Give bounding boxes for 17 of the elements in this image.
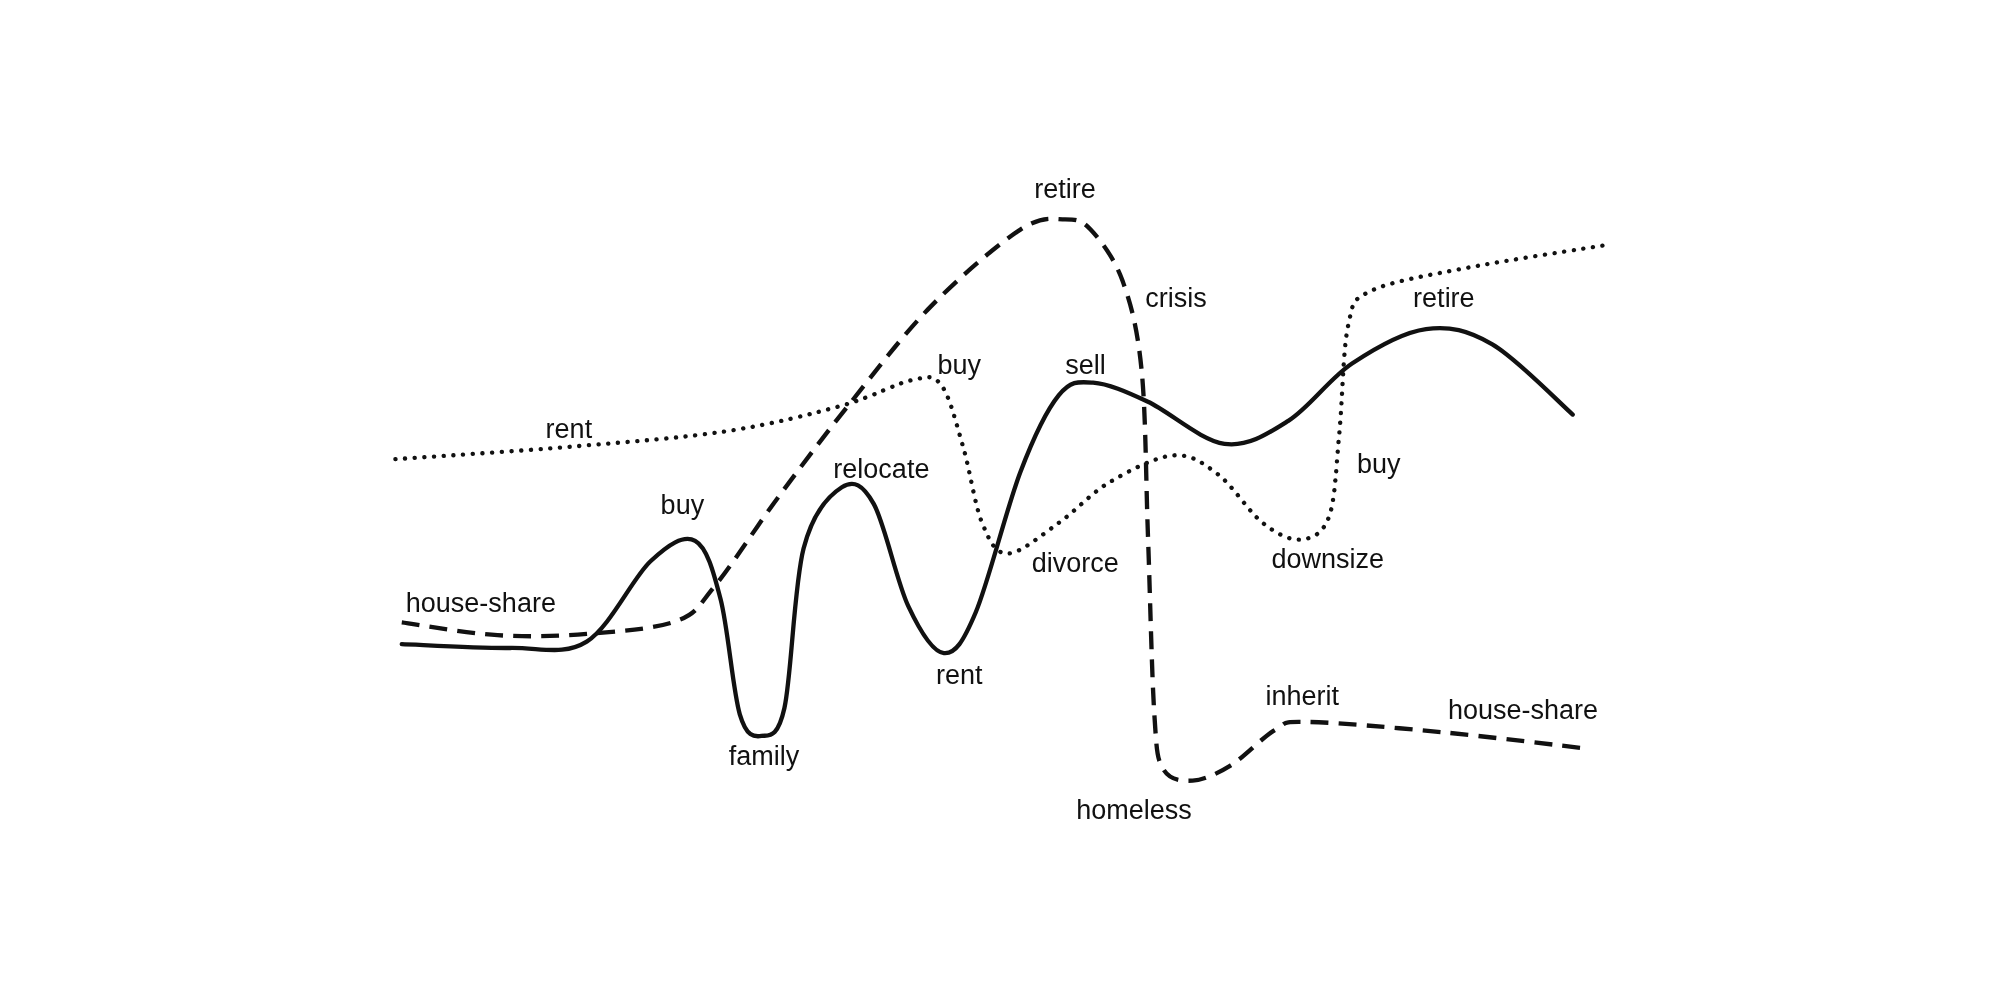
curve-label: sell xyxy=(1065,349,1106,381)
curve-label: inherit xyxy=(1265,680,1340,712)
curve-label: divorce xyxy=(1031,547,1119,578)
curve-label: retire xyxy=(1413,282,1475,314)
curve-label: house-share xyxy=(405,587,556,619)
curve-label: buy xyxy=(660,489,705,521)
curve-label: rent xyxy=(545,413,593,445)
curve-label: rent xyxy=(935,659,983,691)
curve-label: buy xyxy=(937,349,981,381)
curve-label: crisis xyxy=(1145,282,1207,314)
curve-label: buy xyxy=(1357,448,1401,480)
curve-label: homeless xyxy=(1076,794,1192,826)
curve-label: house-share xyxy=(1447,694,1598,726)
curve-label: family xyxy=(728,740,800,772)
curve-label: retire xyxy=(1034,173,1096,205)
curve-label: downsize xyxy=(1271,543,1385,575)
curve-label: relocate xyxy=(833,453,930,485)
